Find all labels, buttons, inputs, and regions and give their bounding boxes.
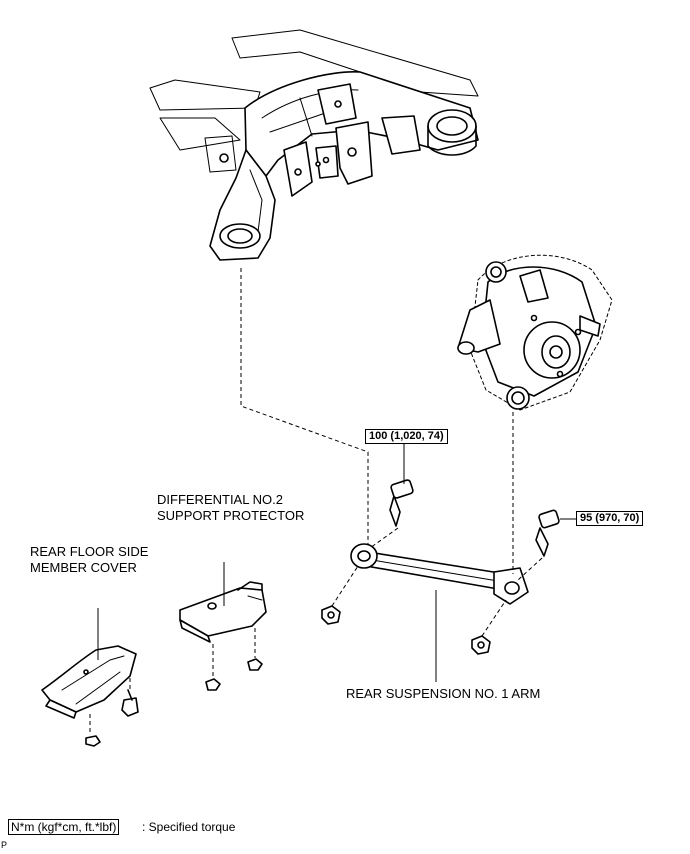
arm-outer-bolt: [535, 509, 560, 557]
arm-inner-bolt: [389, 479, 414, 527]
torque-spec-upper-bolt: 100 (1,020, 74): [365, 429, 448, 444]
floor-side-cover-label-line2: MEMBER COVER: [30, 560, 137, 575]
alignment-lines: [89, 268, 543, 734]
torque-spec-right-bolt: 95 (970, 70): [576, 511, 644, 526]
arm-outer-nut: [471, 635, 491, 655]
differential-protector-label: DIFFERENTIAL NO.2 SUPPORT PROTECTOR: [157, 492, 304, 524]
arm-inner-nut: [321, 605, 341, 625]
rear-suspension-no1-arm: [350, 543, 529, 605]
torque-unit-box: N*m (kgf*cm, ft.*lbf): [8, 819, 120, 835]
floor-side-cover-label-line1: REAR FLOOR SIDE: [30, 544, 149, 559]
differential-support-protector: [179, 581, 267, 643]
rear-axle-carrier: [457, 254, 613, 411]
protector-nut-right: [247, 658, 263, 671]
differential-protector-label-line2: SUPPORT PROTECTOR: [157, 508, 305, 523]
differential-protector-label-line1: DIFFERENTIAL NO.2: [157, 492, 283, 507]
protector-nut-left: [205, 678, 221, 691]
cover-bolt: [121, 689, 139, 717]
cover-nut: [85, 735, 101, 747]
corner-mark: P: [1, 840, 8, 850]
torque-legend-description: : Specified torque: [142, 820, 236, 834]
floor-side-cover-label: REAR FLOOR SIDE MEMBER COVER: [30, 544, 148, 576]
suspension-arm-label: REAR SUSPENSION NO. 1 ARM: [346, 686, 541, 701]
leader-lines: [97, 444, 576, 682]
rear-floor-side-member-cover: [41, 645, 137, 719]
rear-suspension-member: [149, 29, 479, 261]
